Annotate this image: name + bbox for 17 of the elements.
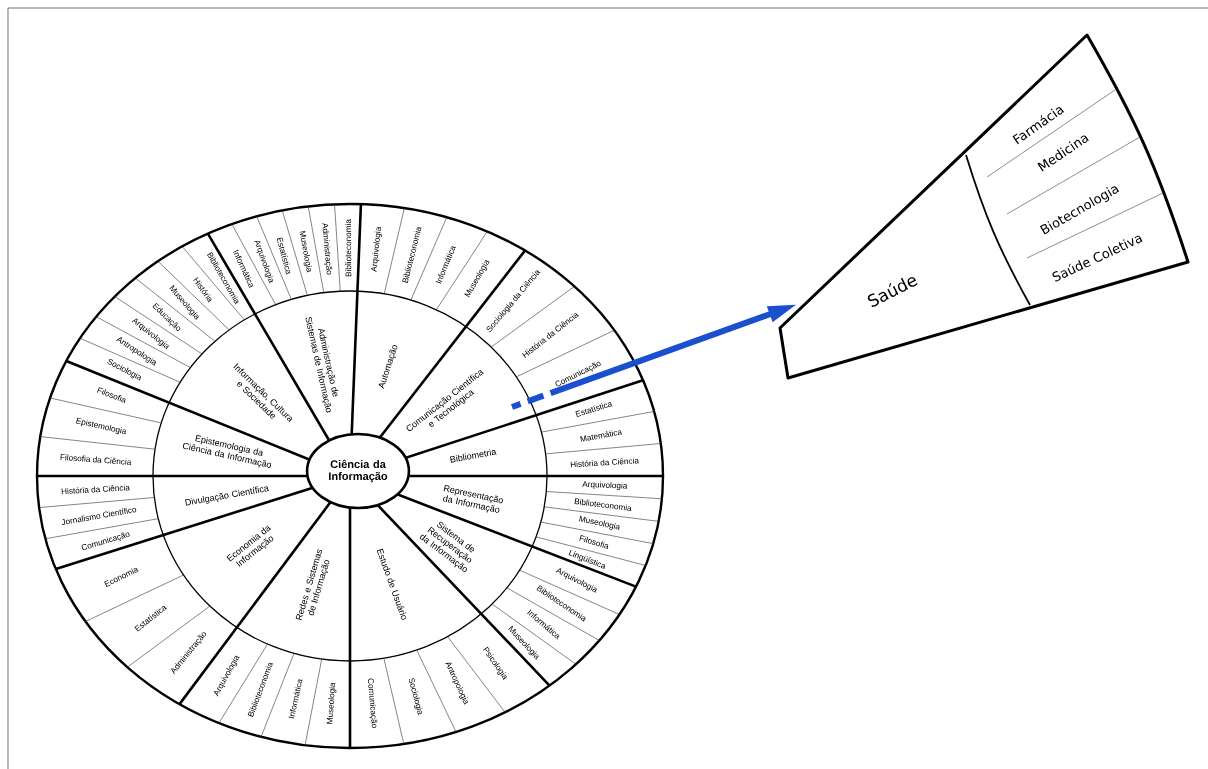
ring-label: História da Ciência [570, 457, 640, 468]
ring-label: Arquivologia [371, 227, 382, 272]
sector-label: Estudo de Usuário [376, 548, 407, 620]
ring-label: Estatística [276, 237, 291, 275]
ring-label: Museologia [326, 682, 337, 724]
ring-label: Museologia [299, 230, 312, 273]
sector-label: Bibliometria [450, 449, 497, 463]
ring-label: Arquivologia [582, 481, 628, 490]
ring-label: Filosofia da Ciência [60, 454, 132, 465]
ring-label: Biblioteconomia [344, 219, 352, 277]
ring-label: Jornalismo Científico [61, 507, 137, 525]
ring-label: Comunicação [367, 678, 378, 728]
ring-label: Administração [322, 223, 333, 275]
ring-label: Matemática [580, 430, 623, 442]
sector-label: Divulgação Científica [185, 486, 270, 506]
ring-label: Biblioteconomia [574, 498, 632, 512]
ring-label: História da Ciência [61, 484, 130, 495]
